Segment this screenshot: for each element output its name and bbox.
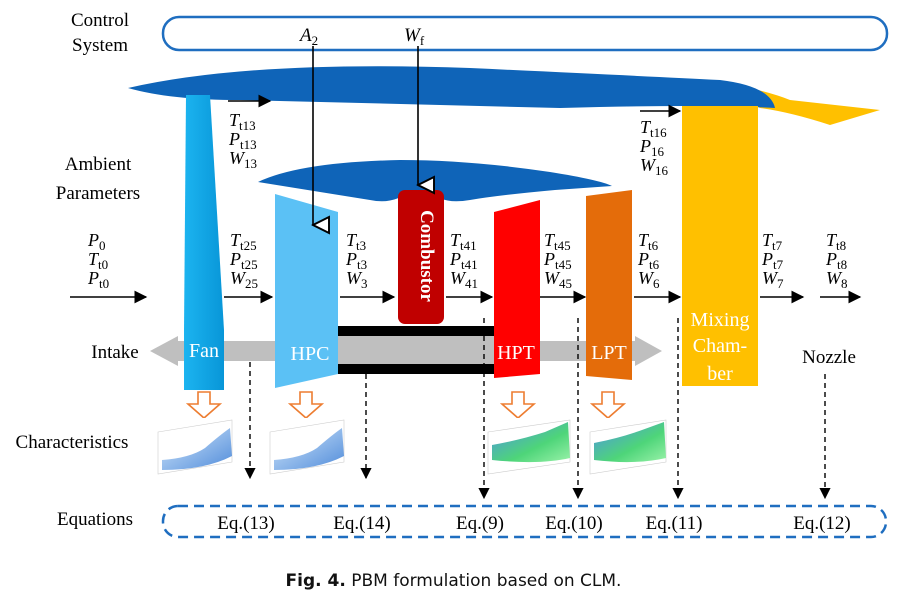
equation-label-5: Eq.(12) xyxy=(793,513,851,534)
combustor-component xyxy=(398,190,444,324)
station-s13-row-1: Pt13 xyxy=(228,129,257,152)
station-s6-row-1: Pt6 xyxy=(637,249,660,272)
shaft xyxy=(338,326,494,336)
station-s25-row-2: W25 xyxy=(230,268,258,291)
intake-label: Intake xyxy=(91,342,138,363)
lpt-characteristic-map xyxy=(586,418,672,478)
combustor-label: Combustor xyxy=(416,210,437,302)
hpc-label: HPC xyxy=(291,343,330,365)
station-s13-row-0: Tt13 xyxy=(229,110,256,133)
station-s3-row-0: Tt3 xyxy=(346,230,366,253)
bypass-duct xyxy=(128,66,775,108)
station-s41-row-2: W41 xyxy=(450,268,478,291)
caption-text: PBM formulation based on CLM. xyxy=(345,571,622,591)
mixing-label-1: Mixing xyxy=(691,309,750,331)
mixing-label-3: ber xyxy=(707,363,733,385)
control-label-2: System xyxy=(72,35,128,56)
lpt-label: LPT xyxy=(591,342,627,364)
equation-label-4: Eq.(11) xyxy=(646,513,703,534)
station-s8-row-1: Pt8 xyxy=(825,249,847,272)
control-system-bar xyxy=(161,15,889,52)
lpt-component xyxy=(586,190,632,380)
mixing-label-2: Cham- xyxy=(693,335,747,357)
equation-label-0: Eq.(13) xyxy=(217,513,275,534)
station-s45-row-2: W45 xyxy=(544,268,572,291)
station-s45-row-0: Tt45 xyxy=(544,230,571,253)
station-s8-row-2: W8 xyxy=(826,268,848,291)
equation-label-2: Eq.(9) xyxy=(456,513,504,534)
fan-component xyxy=(184,95,224,390)
station-s7-row-2: W7 xyxy=(762,268,784,291)
a2-label: A2 xyxy=(298,25,318,48)
station-s16-row-2: W16 xyxy=(640,155,669,178)
hpc-component xyxy=(275,194,338,388)
equation-links xyxy=(244,318,831,500)
station-s7-row-1: Pt7 xyxy=(761,249,784,272)
fan-characteristic-map xyxy=(153,418,239,478)
station-s16-row-0: Tt16 xyxy=(640,117,667,140)
core-casing xyxy=(258,160,612,202)
station-s13-row-2: W13 xyxy=(229,148,257,171)
shaft-lower xyxy=(338,364,494,374)
wf-label: Wf xyxy=(404,25,425,48)
hpc-characteristic-map xyxy=(265,418,351,478)
station-s16-row-1: P16 xyxy=(639,136,665,159)
station-s45-row-1: Pt45 xyxy=(543,249,572,272)
mixing-chamber xyxy=(682,106,758,386)
figure-caption: Fig. 4. PBM formulation based on CLM. xyxy=(0,571,907,591)
hpt-label: HPT xyxy=(497,342,535,364)
control-label-1: Control xyxy=(71,10,129,31)
fan-label: Fan xyxy=(189,340,219,362)
station-s6-row-0: Tt6 xyxy=(638,230,659,253)
flow-arrows xyxy=(70,94,862,304)
nozzle-label: Nozzle xyxy=(802,347,856,368)
characteristics-label: Characteristics xyxy=(16,432,129,453)
station-s8-row-0: Tt8 xyxy=(826,230,846,253)
equation-labels: Eq.(13) Eq.(14) Eq.(9) Eq.(10) Eq.(11) Eq.(12… xyxy=(217,513,851,534)
caption-fig: Fig. 4. xyxy=(285,571,346,591)
equations-box xyxy=(161,504,888,539)
station-s6-row-2: W6 xyxy=(638,268,660,291)
station-s0-row-1: Tt0 xyxy=(88,249,108,272)
station-s0-row-0: P0 xyxy=(87,230,106,253)
hpt-characteristic-map xyxy=(484,418,576,478)
equation-label-1: Eq.(14) xyxy=(333,513,391,534)
station-s3-row-1: Pt3 xyxy=(345,249,367,272)
equations-label: Equations xyxy=(57,509,133,530)
ambient-label-2: Parameters xyxy=(56,183,140,204)
station-s7-row-0: Tt7 xyxy=(762,230,783,253)
station-s3-row-2: W3 xyxy=(346,268,368,291)
hpt-component xyxy=(494,200,540,378)
station-s25-row-1: Pt25 xyxy=(229,249,258,272)
characteristic-arrows xyxy=(185,391,627,420)
equation-label-3: Eq.(10) xyxy=(545,513,603,534)
station-s41-row-1: Pt41 xyxy=(449,249,478,272)
station-s0-row-2: Pt0 xyxy=(87,268,109,291)
station-s25-row-0: Tt25 xyxy=(230,230,257,253)
ambient-label-1: Ambient xyxy=(65,154,132,175)
station-s41-row-0: Tt41 xyxy=(450,230,477,253)
